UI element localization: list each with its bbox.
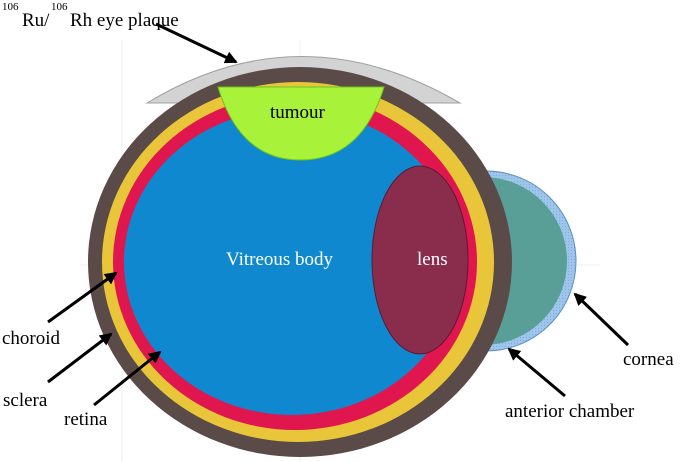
tumour (217, 86, 385, 161)
anterior-chamber-arrow (507, 347, 566, 398)
sclera-label: sclera (3, 390, 48, 411)
title-part-2: Rh eye plaque (70, 10, 179, 31)
cornea-arrow (573, 292, 630, 347)
retina-arrow (93, 350, 162, 407)
lens (371, 165, 469, 355)
tumour-label: tumour (270, 102, 326, 123)
retina-label: retina (64, 409, 108, 430)
sclera-arrow (47, 332, 113, 384)
choroid-label: choroid (2, 328, 61, 349)
cornea-label: cornea (623, 349, 674, 370)
anterior-chamber-label: anterior chamber (505, 401, 635, 422)
title-superscript-2: 106 (51, 1, 68, 13)
lens-label: lens (417, 249, 448, 270)
vitreous-body-label: Vitreous body (226, 249, 334, 270)
vitreous-body (124, 109, 460, 415)
title-part-1: Ru/ (22, 10, 50, 31)
title-superscript-1: 106 (2, 1, 19, 13)
plaque-arrow (155, 22, 238, 64)
choroid-arrow (47, 271, 118, 324)
